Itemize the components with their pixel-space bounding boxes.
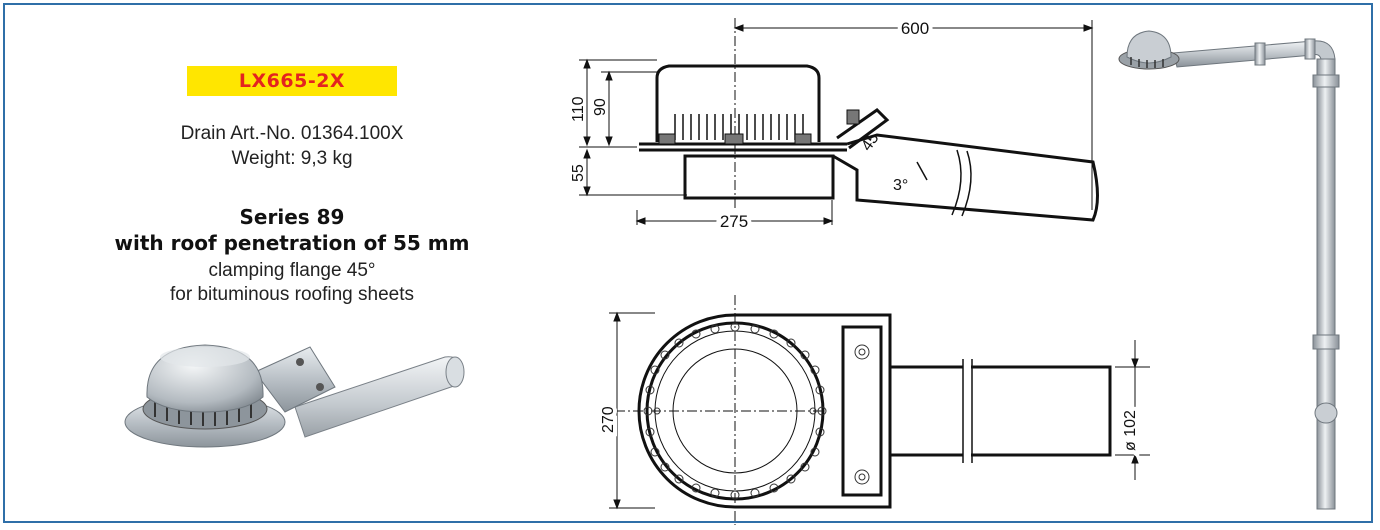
article-number: Drain Art.-No. 01364.100X <box>180 123 404 144</box>
product-sheet-frame: LX665-2X Drain Art.-No. 01364.100X Weigh… <box>3 3 1373 525</box>
dim-height-total-label: 110 <box>570 96 587 122</box>
series-title: Series 89 <box>239 205 345 229</box>
dim-height-dome-label: 90 <box>592 98 609 116</box>
dim-pipe-diameter-label: ø 102 <box>1122 410 1139 451</box>
product-info-panel: LX665-2X Drain Art.-No. 01364.100X Weigh… <box>5 5 565 525</box>
penetration-title: with roof penetration of 55 mm <box>114 231 470 255</box>
side-section-drawing: 600 110 90 55 275 45 3° <box>570 15 1099 235</box>
plan-view-drawing: 270 ø 102 <box>596 295 1150 525</box>
product-code-badge: LX665-2X <box>187 66 397 96</box>
dim-clamp-angle-label: 45 <box>858 130 882 154</box>
weight-text: Weight: 9,3 kg <box>231 148 353 169</box>
product-photo <box>124 344 465 448</box>
flange-text: clamping flange 45° <box>208 260 376 281</box>
usage-text: for bituminous roofing sheets <box>170 284 414 305</box>
dim-penetration-label: 55 <box>570 164 587 182</box>
installed-pipe-photo <box>1118 30 1340 510</box>
dim-slope-label: 3° <box>893 177 908 194</box>
dim-plan-diameter-label: 270 <box>600 406 617 433</box>
dim-body-width-label: 275 <box>720 212 748 231</box>
dim-length-label: 600 <box>901 19 929 38</box>
